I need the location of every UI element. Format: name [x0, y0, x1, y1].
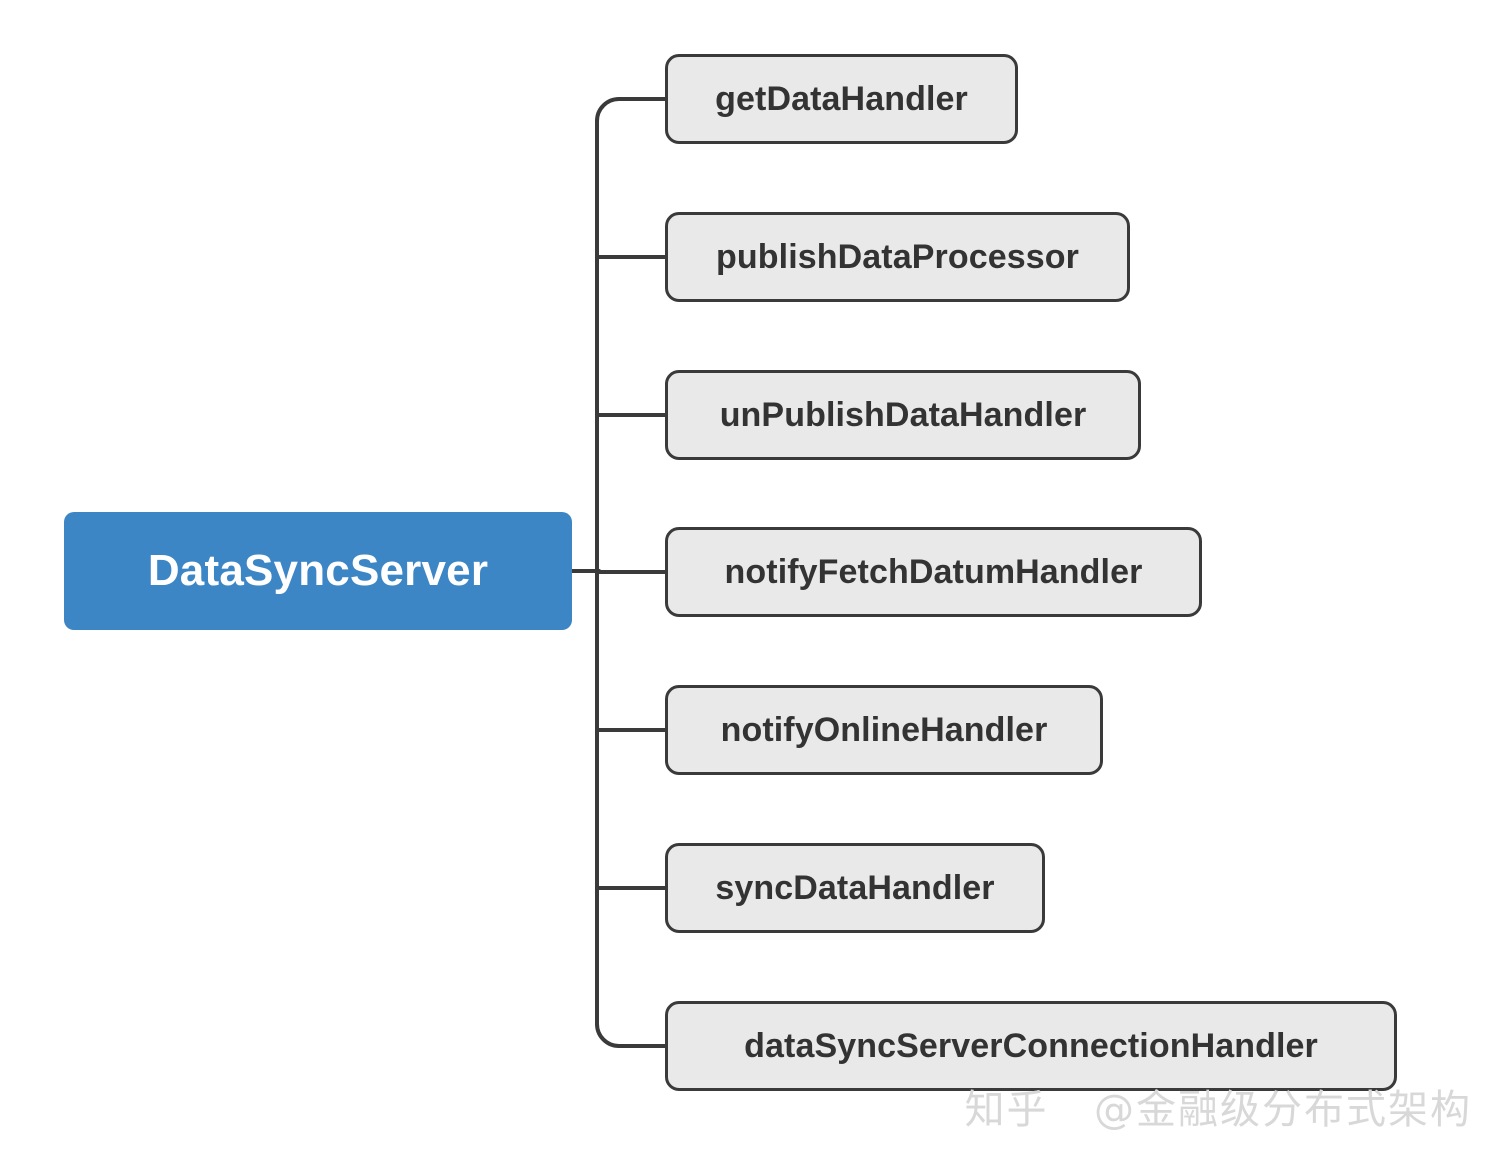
branch-node[interactable]: getDataHandler	[665, 54, 1018, 144]
connector-path	[595, 1022, 667, 1048]
root-node-datasyncserver[interactable]: DataSyncServer	[64, 512, 572, 630]
root-node-label: DataSyncServer	[147, 546, 489, 595]
branch-node[interactable]: dataSyncServerConnectionHandler	[665, 1001, 1397, 1091]
branch-node-label: syncDataHandler	[715, 869, 995, 907]
branch-node-label: publishDataProcessor	[716, 238, 1079, 276]
branch-node[interactable]: notifyFetchDatumHandler	[665, 527, 1202, 617]
branch-node-label: dataSyncServerConnectionHandler	[744, 1027, 1318, 1065]
branch-node-label: notifyOnlineHandler	[720, 711, 1048, 749]
branch-node[interactable]: notifyOnlineHandler	[665, 685, 1103, 775]
watermark-site: 知乎	[964, 1087, 1049, 1133]
watermark-author: @金融级分布式架构	[1094, 1087, 1472, 1133]
branch-node[interactable]: syncDataHandler	[665, 843, 1045, 933]
connector-path	[595, 97, 667, 123]
branch-node-label: getDataHandler	[715, 80, 968, 118]
branch-node-label: unPublishDataHandler	[719, 396, 1087, 434]
branch-node[interactable]: publishDataProcessor	[665, 212, 1130, 302]
watermark: 知乎 @金融级分布式架构	[965, 1077, 1472, 1135]
branch-node-label: notifyFetchDatumHandler	[724, 553, 1143, 591]
branch-node[interactable]: unPublishDataHandler	[665, 370, 1141, 460]
